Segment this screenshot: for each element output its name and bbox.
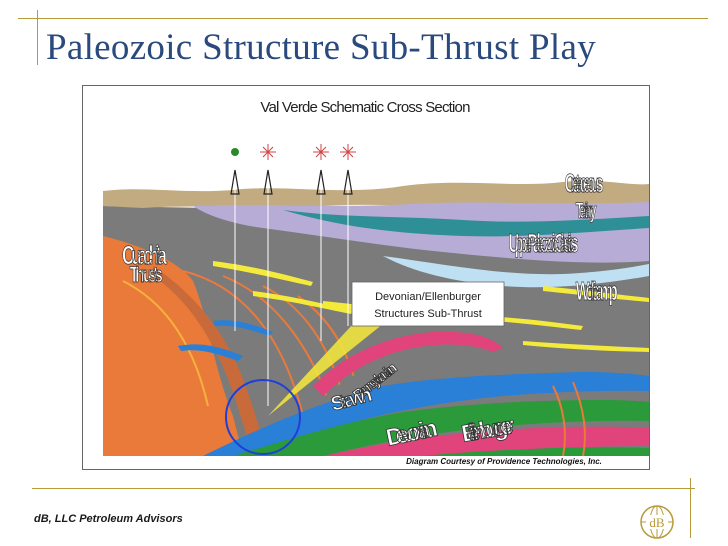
label-upper-paleozoic: Upper Paleozoic Clastics xyxy=(509,230,579,258)
label-wolfcamp: Wolfcamp xyxy=(576,278,617,306)
callout-line-2: Structures Sub-Thrust xyxy=(374,308,482,320)
logo-text: dB xyxy=(649,515,665,530)
diagram-subtitle: Val Verde Schematic Cross Section xyxy=(260,99,470,116)
diagram-credit: Diagram Courtesy of Providence Technolog… xyxy=(406,457,602,466)
slide-title: Paleozoic Structure Sub-Thrust Play xyxy=(46,26,596,69)
label-thrusts: Thrusts xyxy=(130,262,163,287)
footer-accent-bar xyxy=(690,478,691,538)
label-cretaceous: Cretaceous xyxy=(565,170,603,198)
footer-company: dB, LLC Petroleum Advisors xyxy=(34,513,183,525)
company-logo: dB xyxy=(637,502,677,542)
cross-section-panel: Devonian/Ellenburger Structures Sub-Thru… xyxy=(82,85,650,470)
callout-line-1: Devonian/Ellenburger xyxy=(375,291,481,303)
top-rule xyxy=(18,18,708,19)
cross-section-diagram: Devonian/Ellenburger Structures Sub-Thru… xyxy=(83,86,649,469)
footer-rule xyxy=(32,488,695,489)
oil-well-icon xyxy=(231,148,239,156)
